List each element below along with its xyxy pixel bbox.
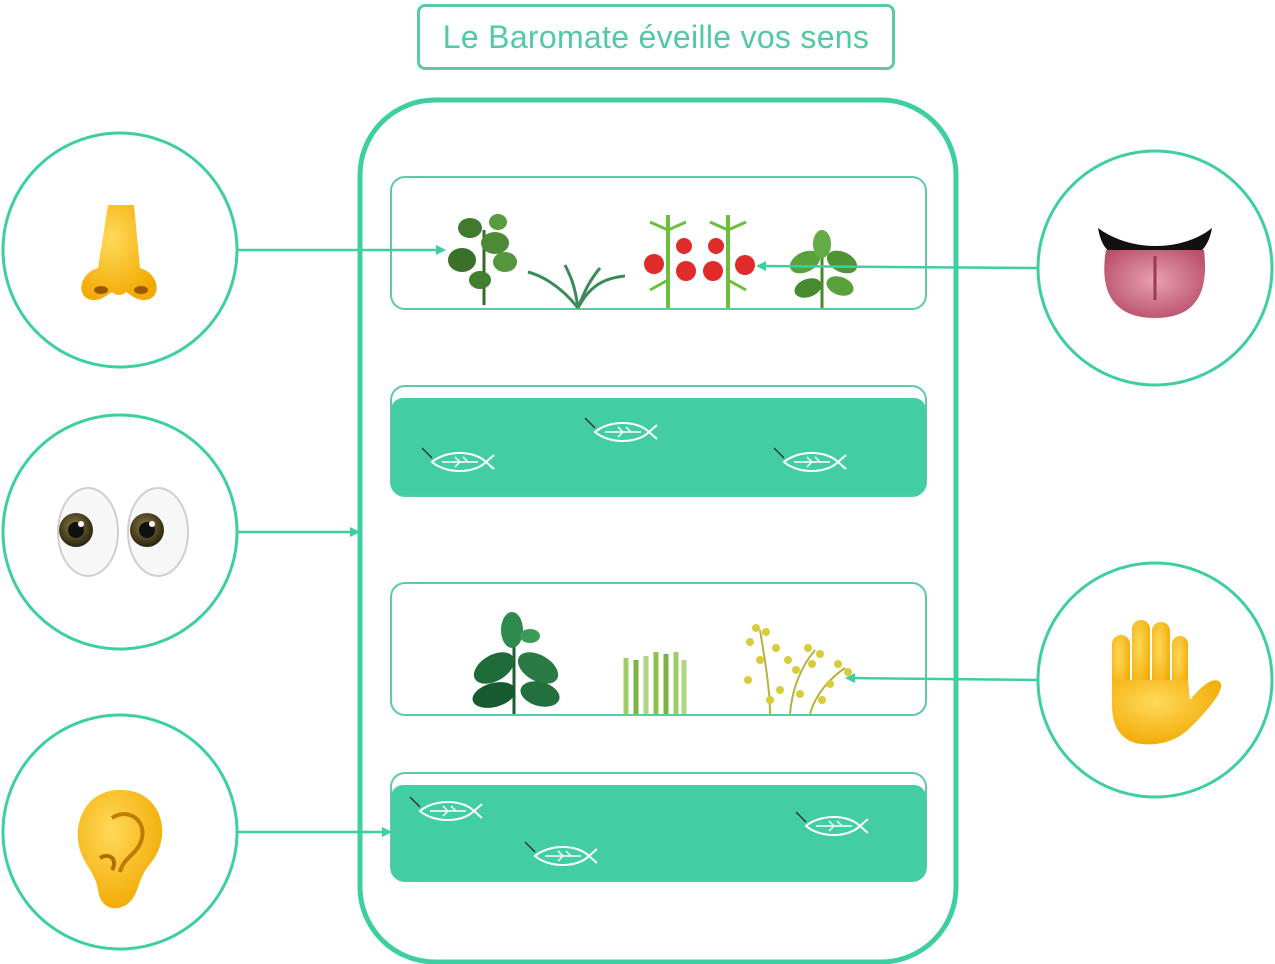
title-box: Le Baromate éveille vos sens <box>417 4 895 70</box>
dill-plant-icon <box>744 624 852 715</box>
tier-3-plants <box>390 582 927 716</box>
tier-4-fish-tank <box>391 785 926 881</box>
tomato-plant-icon <box>644 215 755 308</box>
eyes-icon <box>57 487 189 577</box>
tier-1-plants <box>390 176 927 310</box>
tier-2-fish-tank <box>391 398 926 495</box>
raised-hand-icon <box>1112 620 1222 745</box>
mint-plant-icon <box>472 612 560 714</box>
lemongrass-icon <box>623 652 687 714</box>
hand-arrow <box>845 673 1038 684</box>
tongue-icon <box>1098 228 1212 318</box>
chive-sprout-icon <box>527 264 626 309</box>
tongue-arrow <box>756 261 1038 272</box>
basil-plant-icon <box>789 230 858 308</box>
oregano-plant-icon <box>448 214 517 305</box>
barometer-frame <box>357 97 959 964</box>
nose-icon <box>81 205 157 301</box>
diagram-title: Le Baromate éveille vos sens <box>442 18 870 55</box>
eyes-circle <box>1 413 239 651</box>
ear-icon <box>77 790 163 909</box>
